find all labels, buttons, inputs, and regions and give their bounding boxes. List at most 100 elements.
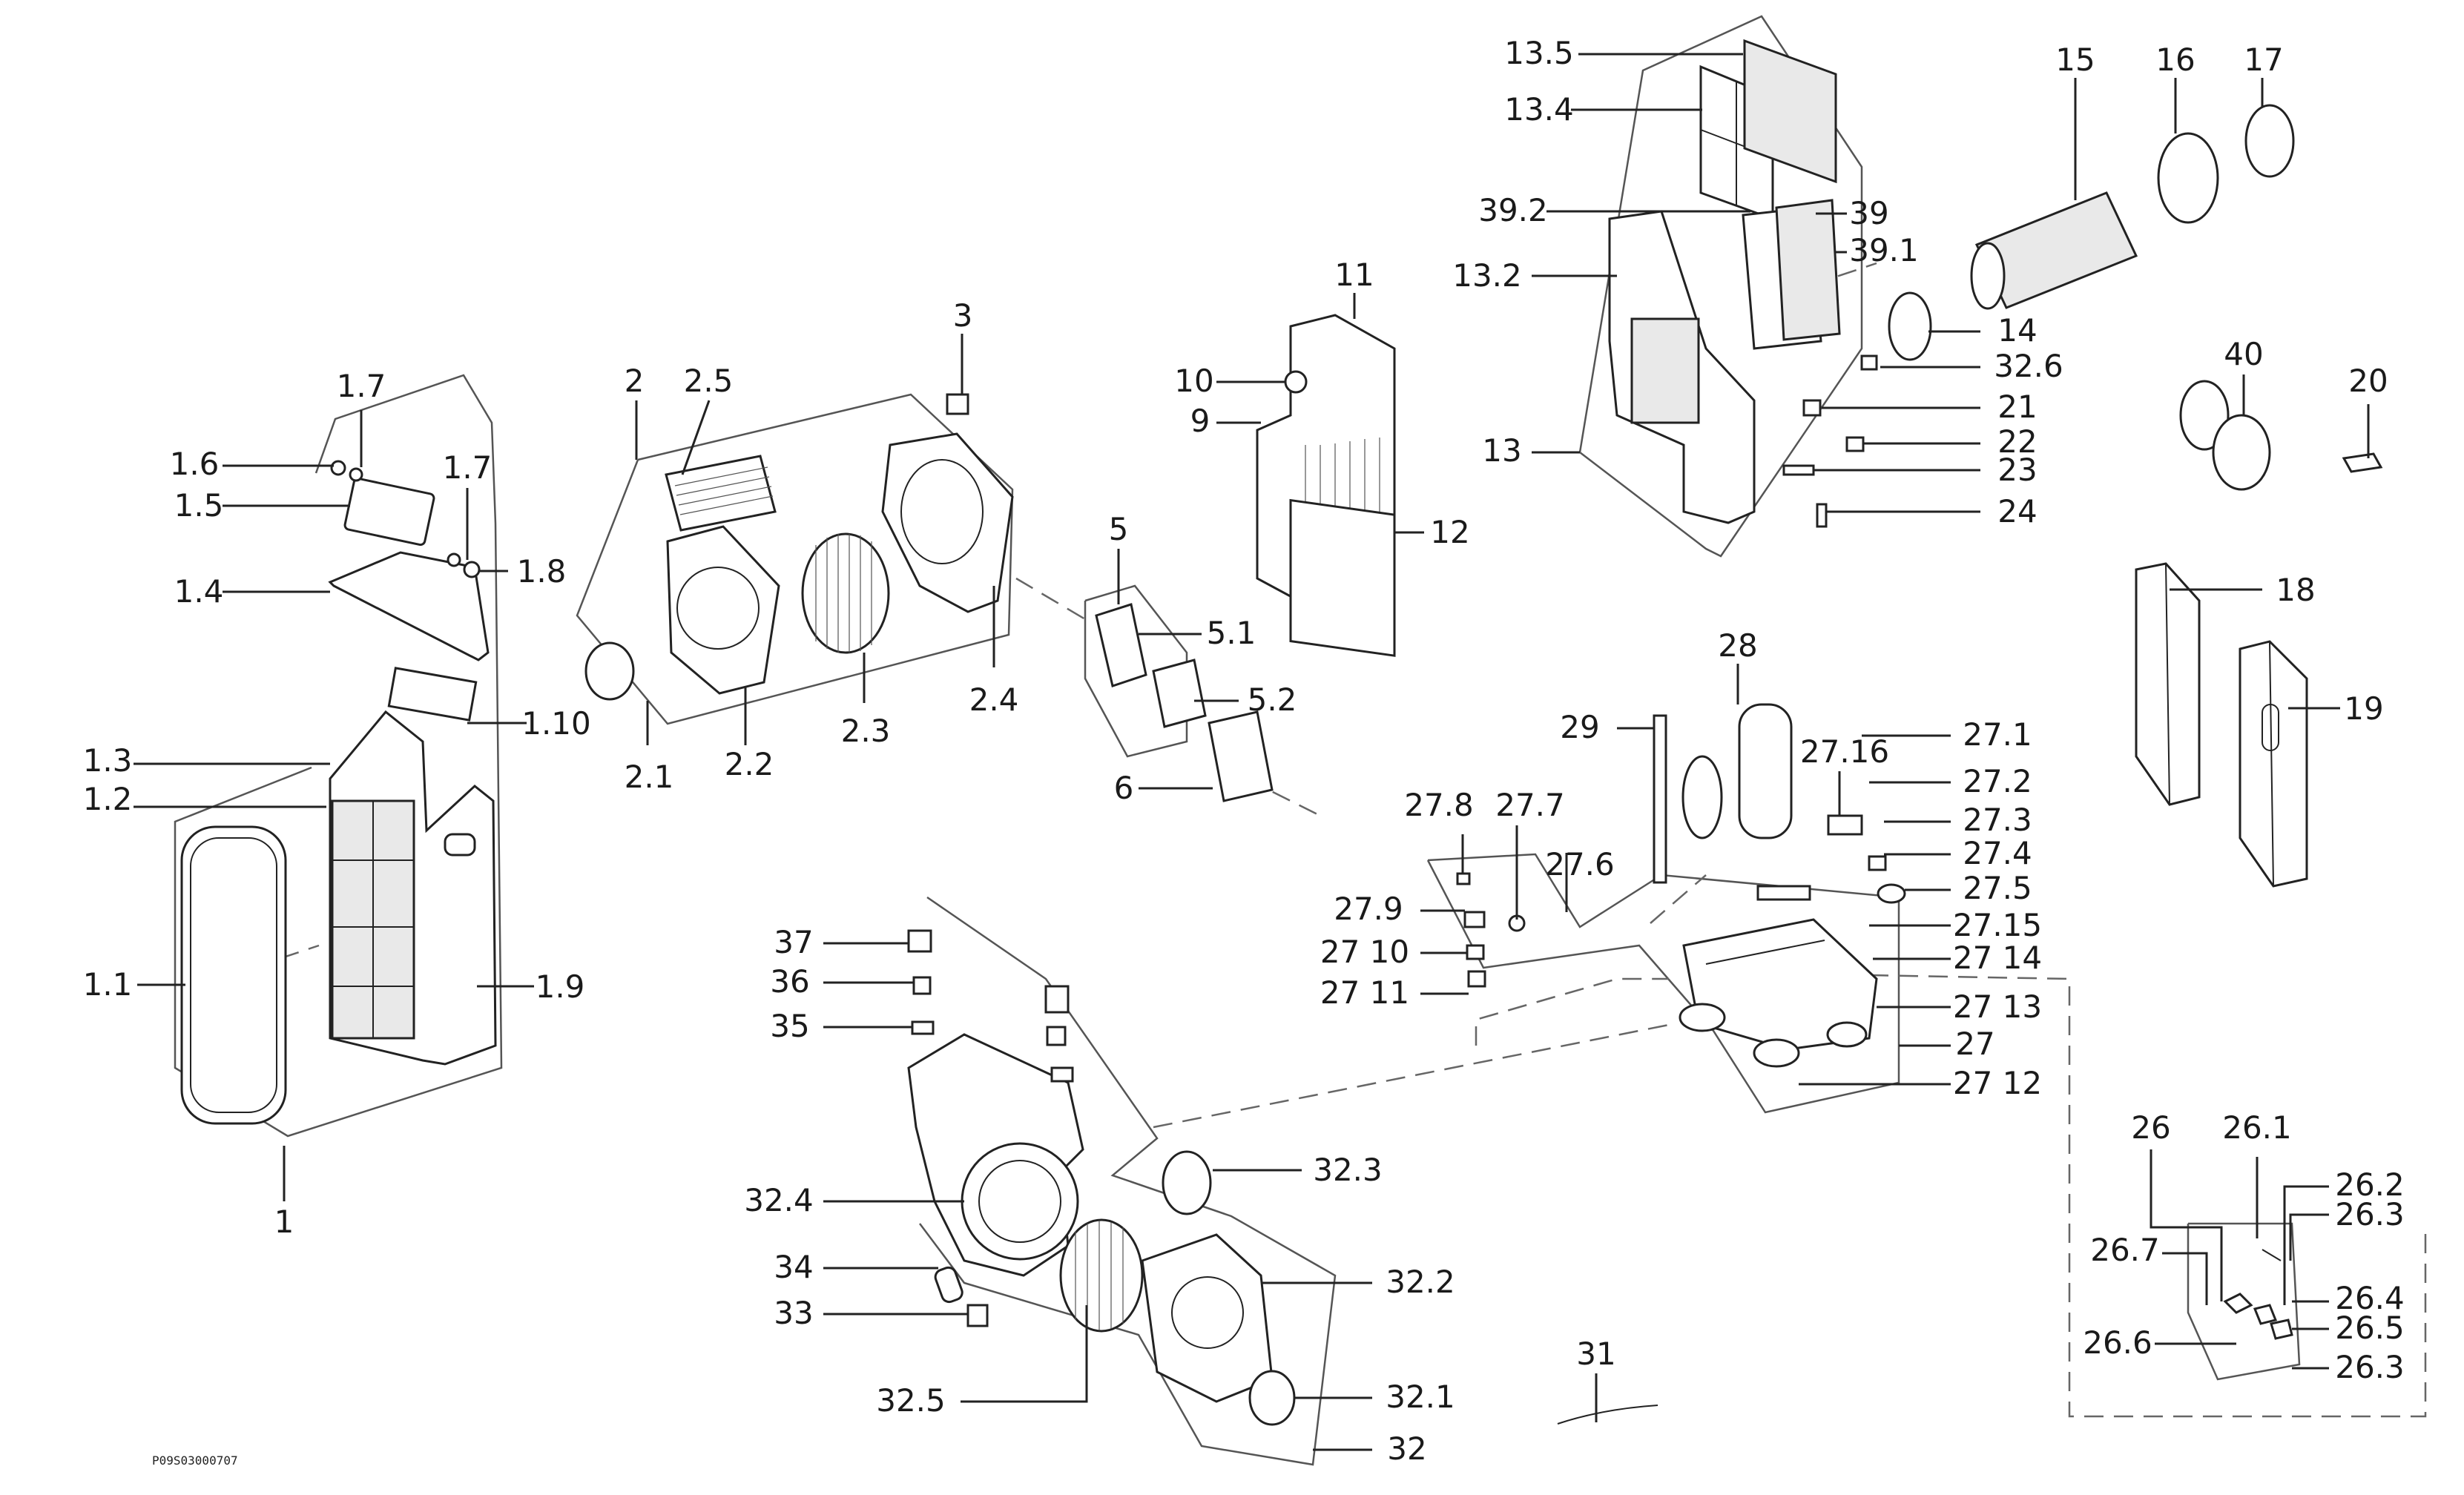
label-26-5: 26.5 [2335, 1310, 2405, 1346]
label-2-3: 2.3 [841, 713, 891, 749]
part-27-16 [1756, 885, 1811, 901]
control-board-1-10 [387, 667, 478, 722]
label-31: 31 [1576, 1336, 1615, 1372]
label-33: 33 [774, 1295, 813, 1331]
foot-27-12 [1753, 1038, 1800, 1068]
label-27-14: 27 14 [1953, 940, 2042, 976]
label-17: 17 [2244, 42, 2283, 78]
label-2-5: 2.5 [684, 363, 734, 399]
label-1-6: 1.6 [170, 446, 220, 482]
label-1-8: 1.8 [517, 553, 567, 590]
top-cover-1-4 [328, 551, 490, 661]
label-1-10: 1.10 [521, 705, 591, 742]
group-26-parts [2223, 1249, 2293, 1340]
label-13: 13 [1482, 432, 1521, 469]
label-2-1: 2.1 [625, 759, 674, 795]
label-40: 40 [2224, 336, 2263, 372]
label-27-2: 27.2 [1963, 763, 2032, 799]
label-6: 6 [1114, 770, 1134, 806]
label-27-1: 27.1 [1963, 716, 2032, 753]
label-27-15: 27.15 [1953, 907, 2042, 943]
filter-39-1 [1775, 199, 1841, 341]
part-27-5 [1877, 883, 1906, 904]
label-27: 27 [1955, 1026, 1994, 1062]
pipe-29 [1653, 714, 1667, 884]
group-2-fan [584, 393, 1014, 701]
label-26-3-bottom: 26.3 [2335, 1349, 2405, 1385]
label-13-4: 13.4 [1504, 91, 1574, 128]
rear-panel-grille [1630, 317, 1700, 424]
label-32-6: 32.6 [1994, 348, 2063, 384]
ring-32-3 [1162, 1150, 1212, 1215]
grille-2-5 [665, 455, 777, 532]
part-21 [1802, 399, 1822, 417]
label-12: 12 [1430, 514, 1469, 550]
part-labels: 1 1.1 1.2 1.3 1.4 1.5 1.6 1.7 1.7 1.8 1.… [83, 35, 2405, 1468]
label-27-8: 27.8 [1404, 787, 1474, 823]
label-5-1: 5.1 [1207, 615, 1256, 651]
label-21: 21 [1997, 389, 2037, 425]
part-20 [2342, 452, 2383, 473]
label-32-3: 32.3 [1313, 1152, 1383, 1188]
label-27-11: 27 11 [1320, 974, 1409, 1011]
label-24: 24 [1997, 493, 2037, 529]
label-23: 23 [1997, 452, 2037, 488]
label-18: 18 [2276, 572, 2315, 608]
adapter-40-a [2179, 380, 2230, 451]
part-32-6 [1860, 354, 1878, 371]
part-27-9 [1463, 911, 1486, 928]
drawing-code: P09S03000707 [152, 1453, 238, 1468]
label-13-5: 13.5 [1504, 35, 1574, 71]
label-1-7-left: 1.7 [337, 368, 386, 404]
part-27-8 [1456, 872, 1471, 885]
wire-31 [1557, 1405, 1658, 1425]
group-27-base [1456, 703, 1906, 1068]
label-39-1: 39.1 [1849, 232, 1919, 268]
label-32-1: 32.1 [1386, 1379, 1455, 1415]
label-27-12: 27 12 [1953, 1065, 2042, 1101]
label-32-5: 32.5 [876, 1382, 946, 1419]
relay-part [1044, 985, 1070, 1014]
label-39-2: 39.2 [1478, 192, 1548, 228]
capacitor-6 [1208, 710, 1274, 802]
label-32: 32 [1387, 1430, 1426, 1467]
label-1: 1 [274, 1204, 294, 1240]
motor-32-1 [1248, 1370, 1296, 1426]
label-1-7-right: 1.7 [443, 449, 493, 486]
label-5: 5 [1109, 511, 1129, 547]
label-27-13: 27 13 [1953, 989, 2042, 1025]
group-outlines [174, 15, 2301, 1466]
label-26: 26 [2131, 1109, 2170, 1146]
label-9: 9 [1190, 403, 1210, 439]
group-32-condenser [907, 929, 1658, 1426]
ring-14 [1888, 291, 1932, 361]
label-34: 34 [774, 1249, 813, 1285]
label-27-4: 27.4 [1963, 835, 2032, 871]
label-1-3: 1.3 [83, 742, 133, 779]
part-3 [946, 393, 969, 415]
label-1-5: 1.5 [174, 487, 224, 524]
label-37: 37 [774, 924, 813, 960]
part-23 [1782, 464, 1815, 476]
label-19: 19 [2344, 690, 2383, 727]
label-1-4: 1.4 [174, 573, 224, 610]
label-26-1: 26.1 [2222, 1109, 2292, 1146]
label-13-2: 13.2 [1452, 257, 1522, 294]
part-22 [1845, 436, 1865, 452]
group-5-electrical [1095, 603, 1274, 802]
front-panel-1-1 [180, 825, 287, 1125]
label-26-4: 26.4 [2335, 1280, 2405, 1316]
label-27-3: 27.3 [1963, 802, 2032, 838]
compressor-28 [1738, 703, 1793, 839]
fan-wheel-32-5 [1059, 1218, 1144, 1333]
adapter-17 [2244, 104, 2295, 178]
label-39: 39 [1849, 195, 1888, 231]
label-2-4: 2.4 [969, 682, 1019, 718]
label-3: 3 [953, 297, 973, 334]
group-13-rear [1608, 39, 2383, 528]
label-15: 15 [2055, 42, 2095, 78]
motor-2-1 [584, 641, 635, 701]
label-32-4: 32.4 [744, 1182, 814, 1218]
